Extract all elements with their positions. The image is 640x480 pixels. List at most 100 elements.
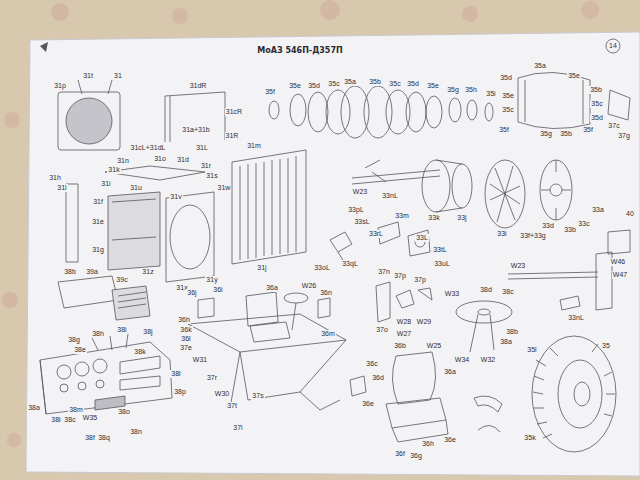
- paper-sheet: [26, 32, 640, 476]
- callout-number: 35c: [501, 106, 514, 114]
- callout-number: 33i: [496, 230, 507, 238]
- callout-number: 31g: [91, 246, 105, 254]
- callout-number: 38a: [499, 338, 513, 346]
- callout-number: 31i: [100, 180, 111, 188]
- callout-number: 33qL: [341, 260, 359, 268]
- callout-number: 33tL: [432, 246, 448, 254]
- callout-number: 31n: [116, 157, 130, 165]
- logo-mark: [40, 42, 48, 52]
- callout-number: W47: [612, 271, 628, 279]
- callout-number: 37t: [226, 402, 238, 410]
- callout-number: 35f: [264, 88, 276, 96]
- callout-number: W28: [396, 318, 412, 326]
- callout-number: 33rL: [368, 230, 384, 238]
- callout-number: 31s: [205, 172, 218, 180]
- callout-number: 36c: [365, 360, 378, 368]
- callout-number: 31u: [129, 184, 143, 192]
- callout-number: 31y: [205, 276, 218, 284]
- page-number-ring: [606, 39, 620, 53]
- callout-number: 35g: [446, 86, 460, 94]
- callout-number: 31L: [195, 144, 209, 152]
- callout-number: 38c: [501, 288, 514, 296]
- callout-number: 33c: [577, 220, 590, 228]
- callout-number: 38m: [68, 406, 84, 414]
- page-number: 14: [608, 42, 618, 50]
- callout-number: 31t: [82, 72, 94, 80]
- callout-number: 36d: [371, 374, 385, 382]
- callout-number: 31e: [91, 218, 105, 226]
- callout-number: W33: [444, 290, 460, 298]
- callout-number: 33nL: [567, 314, 585, 322]
- callout-number: 36b: [393, 342, 407, 350]
- callout-number: W35: [82, 414, 98, 422]
- callout-number: W31: [192, 356, 208, 364]
- callout-number: 33f+33g: [519, 232, 547, 240]
- callout-number: 36e: [361, 400, 375, 408]
- callout-number: 33b: [563, 226, 577, 234]
- callout-number: W25: [426, 342, 442, 350]
- callout-number: 33a: [591, 206, 605, 214]
- callout-number: W32: [480, 356, 496, 364]
- callout-number: 37p: [393, 272, 407, 280]
- callout-number: 38g: [67, 336, 81, 344]
- callout-number: 31k: [107, 166, 120, 174]
- callout-number: 36l: [180, 335, 191, 343]
- callout-number: 40: [625, 210, 635, 218]
- callout-number: 38b: [505, 328, 519, 336]
- callout-number: 36h: [421, 440, 435, 448]
- callout-number: 31p: [53, 82, 67, 90]
- callout-number: 33d: [541, 222, 555, 230]
- callout-number: 35g: [539, 130, 553, 138]
- callout-number: 37s: [251, 392, 264, 400]
- callout-number: 35h: [464, 86, 478, 94]
- callout-number: 37g: [617, 132, 631, 140]
- callout-number: 33L: [415, 234, 429, 242]
- callout-number: 35c: [327, 80, 340, 88]
- callout-number: 31R: [225, 132, 240, 140]
- callout-number: 35c: [388, 80, 401, 88]
- callout-number: 31z: [141, 268, 154, 276]
- callout-number: 31r: [200, 162, 212, 170]
- callout-number: 31cL+31dL: [130, 144, 167, 152]
- callout-number: 35b: [559, 130, 573, 138]
- callout-number: 33uL: [433, 260, 451, 268]
- callout-number: 36a: [265, 284, 279, 292]
- callout-number: 35b: [368, 78, 382, 86]
- callout-number: 38q: [97, 434, 111, 442]
- callout-number: 35a: [533, 62, 547, 70]
- callout-number: 33oL: [313, 264, 331, 272]
- callout-number: 35: [601, 342, 611, 350]
- callout-number: 37o: [375, 326, 389, 334]
- callout-number: 36h: [177, 316, 191, 324]
- callout-number: 38p: [173, 388, 187, 396]
- callout-number: 31l: [56, 184, 67, 192]
- callout-number: 37c: [607, 122, 620, 130]
- callout-number: 35k: [523, 434, 536, 442]
- callout-number: 36f: [394, 450, 406, 458]
- callout-number: 35d: [307, 82, 321, 90]
- callout-number: 37i: [232, 424, 243, 432]
- callout-number: 35b: [589, 86, 603, 94]
- callout-number: 33pL: [347, 206, 365, 214]
- callout-number: 35l: [526, 346, 537, 354]
- callout-number: 37n: [377, 268, 391, 276]
- callout-number: 31cR: [225, 108, 243, 116]
- callout-number: W23: [510, 262, 526, 270]
- callout-number: W26: [301, 282, 317, 290]
- callout-number: 35e: [288, 82, 302, 90]
- callout-number: 36e: [443, 436, 457, 444]
- callout-number: 35e: [426, 82, 440, 90]
- callout-number: 31v: [169, 193, 182, 201]
- callout-number: 37r: [206, 374, 218, 382]
- callout-number: 31dR: [189, 82, 208, 90]
- callout-number: 31d: [176, 156, 190, 164]
- callout-number: 35c: [590, 100, 603, 108]
- callout-number: 31: [113, 72, 123, 80]
- callout-number: 36m: [320, 330, 336, 338]
- callout-number: 31j: [256, 264, 267, 272]
- callout-number: W34: [454, 356, 470, 364]
- callout-number: 31a+31b: [181, 126, 210, 134]
- callout-number: 31h: [48, 174, 62, 182]
- callout-number: W29: [416, 318, 432, 326]
